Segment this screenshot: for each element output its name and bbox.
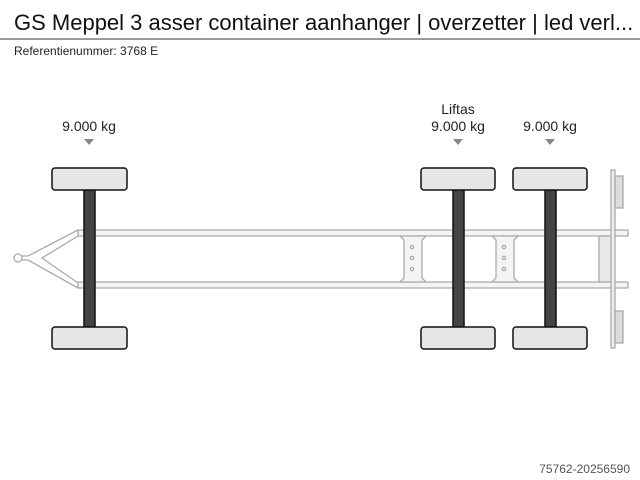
- wheel: [51, 326, 128, 350]
- wheel: [51, 167, 128, 191]
- axle-2-load: 9.000 kg: [431, 118, 485, 134]
- wheel: [512, 326, 588, 350]
- divider: [0, 38, 640, 40]
- arrow-down-icon: [453, 139, 463, 145]
- wheel: [420, 326, 496, 350]
- axle-1: [51, 167, 128, 350]
- chassis-frame: [13, 169, 629, 349]
- axle-3: [512, 167, 588, 350]
- axle-2-note: Liftas: [441, 101, 475, 117]
- axle-2: [420, 167, 496, 350]
- wheel: [420, 167, 496, 191]
- axle-1-load: 9.000 kg: [62, 118, 116, 134]
- axle-3-load: 9.000 kg: [523, 118, 577, 134]
- wheel: [512, 167, 588, 191]
- load-arrows: [84, 139, 555, 145]
- arrow-down-icon: [545, 139, 555, 145]
- listing-id: 75762-20256590: [539, 462, 630, 476]
- axles: [51, 167, 588, 350]
- rear-beam: [610, 169, 616, 349]
- tail-light: [614, 310, 624, 344]
- tail-light: [614, 175, 624, 209]
- arrow-down-icon: [84, 139, 94, 145]
- page-title: GS Meppel 3 asser container aanhanger | …: [14, 10, 634, 35]
- tow-eye: [13, 253, 23, 263]
- reference-number: Referentienummer: 3768 E: [14, 44, 159, 58]
